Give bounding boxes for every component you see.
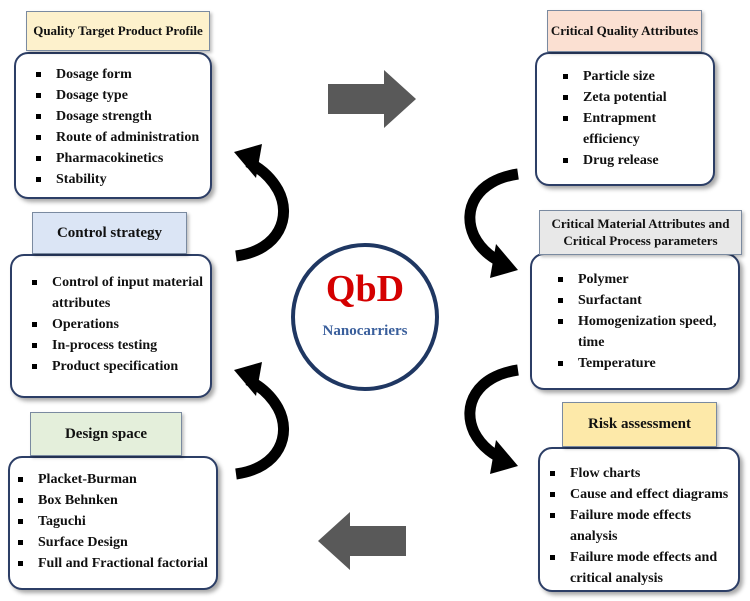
list-item: In-process testing (30, 335, 204, 356)
list-item: Entrapment efficiency (561, 108, 707, 150)
list-item: Polymer (556, 269, 732, 290)
control-title: Control strategy (32, 212, 187, 254)
list-item: Homogenization speed, time (556, 311, 732, 353)
control-box: Control of input material attributes Ope… (10, 254, 212, 398)
design-list: Placket-Burman Box Behnken Taguchi Surfa… (16, 469, 210, 574)
risk-box: Flow charts Cause and effect diagrams Fa… (538, 447, 740, 592)
list-item: Particle size (561, 66, 707, 87)
control-list: Control of input material attributes Ope… (30, 272, 204, 377)
list-item: Full and Fractional factorial (16, 553, 210, 574)
list-item: Surfactant (556, 290, 732, 311)
list-item: Dosage type (34, 85, 204, 106)
list-item: Drug release (561, 150, 707, 171)
design-box: Placket-Burman Box Behnken Taguchi Surfa… (8, 456, 218, 590)
qbd-title: QbD (325, 268, 405, 310)
curved-arrow-up-icon (234, 144, 290, 262)
list-item: Cause and effect diagrams (548, 484, 732, 505)
list-item: Flow charts (548, 463, 732, 484)
risk-list: Flow charts Cause and effect diagrams Fa… (548, 463, 732, 589)
list-item: Surface Design (16, 532, 210, 553)
block-arrow-left-icon (318, 512, 406, 570)
list-item: Control of input material attributes (30, 272, 204, 314)
list-item: Failure mode effects and critical analys… (548, 547, 732, 589)
list-item: Failure mode effects analysis (548, 505, 732, 547)
curved-arrow-down-icon (464, 168, 519, 278)
cma-box: Polymer Surfactant Homogenization speed,… (530, 253, 740, 390)
qtpp-box: Dosage form Dosage type Dosage strength … (14, 52, 212, 199)
design-title: Design space (30, 412, 182, 456)
list-item: Route of administration (34, 127, 204, 148)
list-item: Dosage strength (34, 106, 204, 127)
block-arrow-right-icon (328, 70, 416, 128)
qtpp-title: Quality Target Product Profile (26, 11, 210, 51)
list-item: Pharmacokinetics (34, 148, 204, 169)
list-item: Zeta potential (561, 87, 707, 108)
list-item: Operations (30, 314, 204, 335)
cqa-list: Particle size Zeta potential Entrapment … (561, 66, 707, 171)
cma-title: Critical Material Attributes and Critica… (539, 210, 742, 255)
qtpp-list: Dosage form Dosage type Dosage strength … (34, 64, 204, 190)
list-item: Temperature (556, 353, 732, 374)
list-item: Box Behnken (16, 490, 210, 511)
list-item: Dosage form (34, 64, 204, 85)
cqa-title: Critical Quality Attributes (547, 10, 702, 52)
cqa-box: Particle size Zeta potential Entrapment … (535, 52, 715, 186)
risk-title: Risk assessment (562, 402, 717, 447)
list-item: Product specification (30, 356, 204, 377)
list-item: Placket-Burman (16, 469, 210, 490)
nanocarriers-label: Nanocarriers (322, 323, 408, 339)
qbd-center-circle: QbD Nanocarriers (291, 243, 439, 391)
cma-list: Polymer Surfactant Homogenization speed,… (556, 269, 732, 374)
curved-arrow-up-icon (234, 362, 290, 480)
list-item: Stability (34, 169, 204, 190)
curved-arrow-down-icon (464, 364, 519, 474)
list-item: Taguchi (16, 511, 210, 532)
